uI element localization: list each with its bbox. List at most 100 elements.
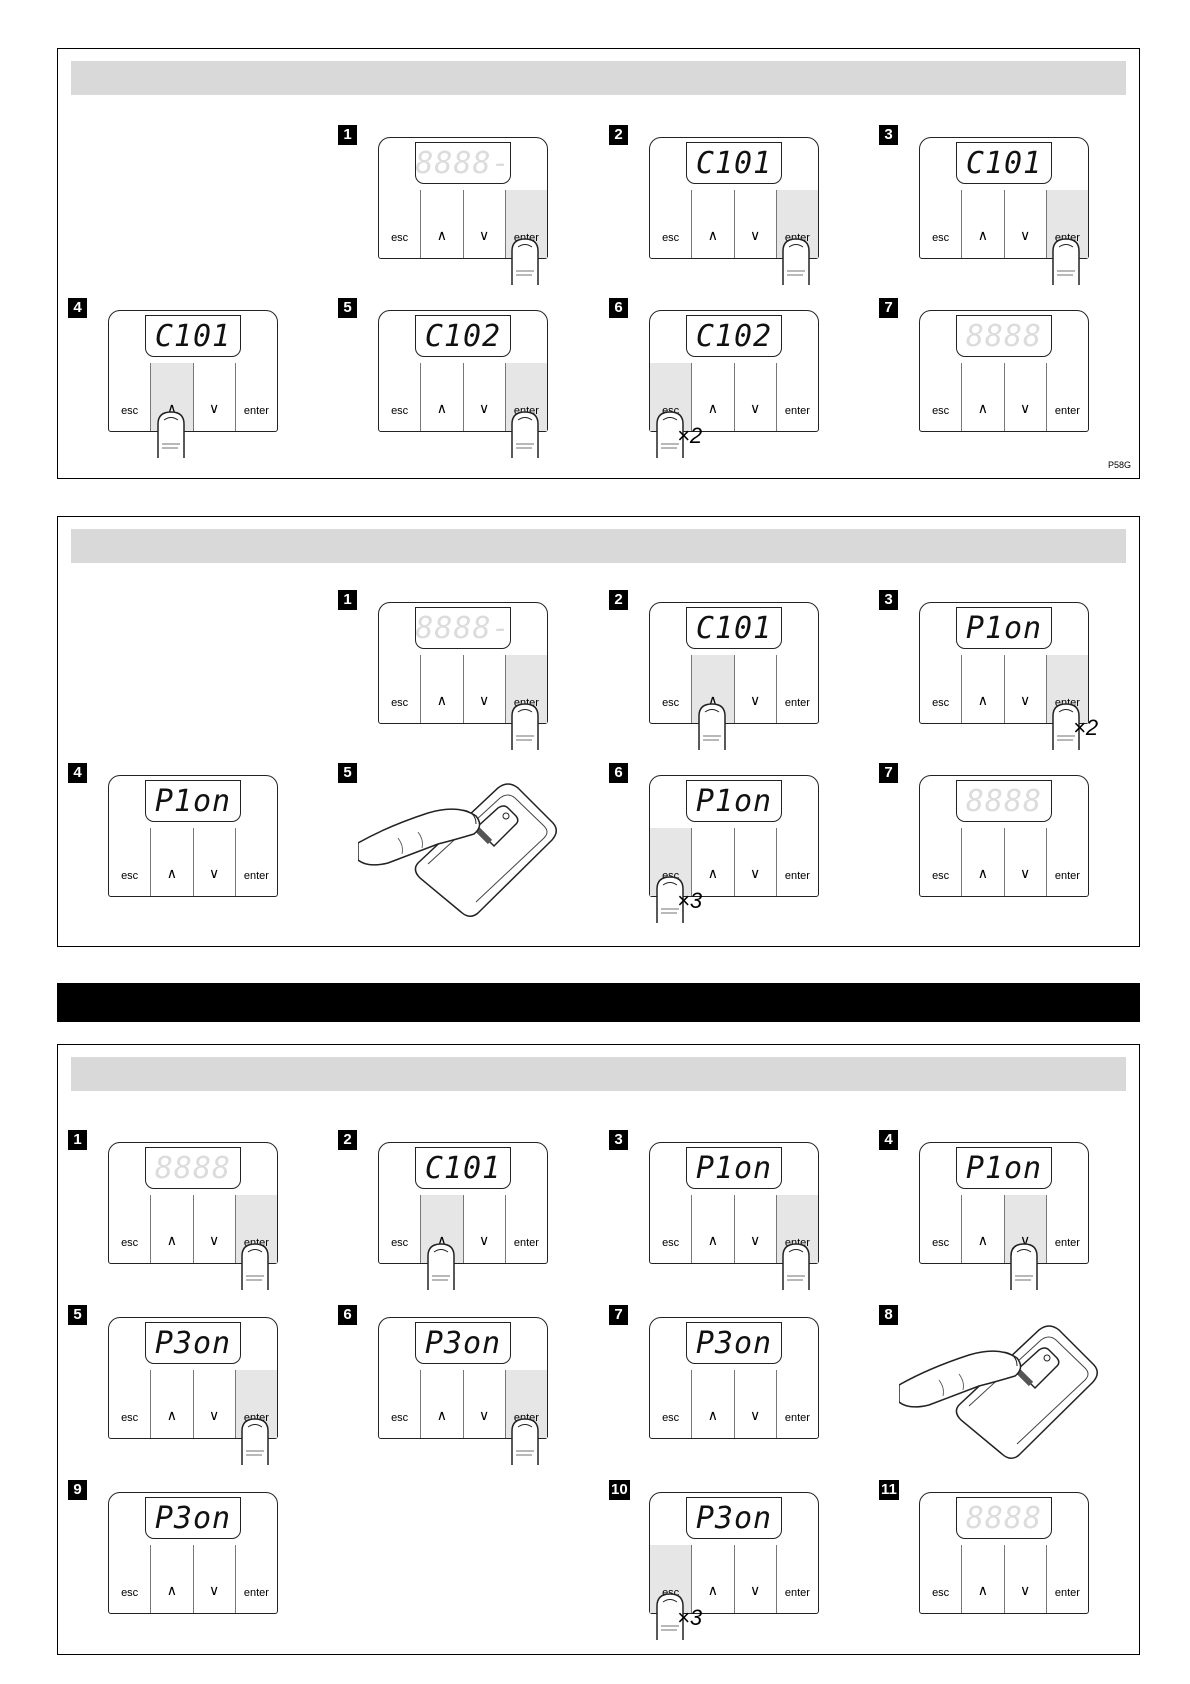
esc-button-label: esc (932, 405, 950, 417)
enter-button[interactable]: enter (775, 363, 818, 431)
step-number: 4 (68, 298, 87, 318)
esc-button[interactable]: esc (650, 1195, 691, 1263)
enter-button[interactable]: enter (1045, 828, 1088, 896)
up-button[interactable]: ∧ (961, 828, 1003, 896)
up-button[interactable]: ∧ (150, 1545, 192, 1613)
esc-button[interactable]: esc (379, 655, 420, 723)
down-button[interactable]: ∨ (462, 655, 505, 723)
down-button[interactable]: ∨ (192, 1545, 235, 1613)
esc-button[interactable]: esc (109, 1195, 150, 1263)
esc-button-label: esc (391, 405, 409, 417)
down-button[interactable]: ∨ (462, 1195, 505, 1263)
down-button[interactable]: ∨ (1003, 655, 1046, 723)
down-button[interactable]: ∨ (733, 190, 776, 258)
esc-button[interactable]: esc (920, 655, 961, 723)
down-button[interactable]: ∨ (192, 1195, 235, 1263)
up-button[interactable]: ∧ (961, 363, 1003, 431)
esc-button[interactable]: esc (920, 190, 961, 258)
esc-button[interactable]: esc (650, 190, 691, 258)
down-button[interactable]: ∨ (1003, 1545, 1046, 1613)
up-button[interactable]: ∧ (150, 1370, 192, 1438)
enter-button[interactable]: enter (234, 828, 277, 896)
down-button[interactable]: ∨ (733, 828, 776, 896)
esc-button[interactable]: esc (379, 1370, 420, 1438)
enter-button[interactable]: enter (504, 1195, 547, 1263)
down-button[interactable]: ∨ (192, 828, 235, 896)
up-button[interactable]: ∧ (420, 655, 462, 723)
down-button[interactable]: ∨ (1003, 828, 1046, 896)
panel-3-header-bar (71, 1057, 1126, 1091)
esc-button[interactable]: esc (920, 1545, 961, 1613)
down-button[interactable]: ∨ (733, 363, 776, 431)
up-button[interactable]: ∧ (150, 828, 192, 896)
down-button-label: ∨ (1020, 865, 1031, 881)
enter-button[interactable]: enter (1045, 1195, 1088, 1263)
up-button[interactable]: ∧ (150, 1195, 192, 1263)
enter-button-label: enter (784, 870, 810, 882)
down-button[interactable]: ∨ (733, 655, 776, 723)
up-button[interactable]: ∧ (420, 190, 462, 258)
down-button[interactable]: ∨ (733, 1545, 776, 1613)
up-button[interactable]: ∧ (691, 1195, 733, 1263)
up-button[interactable]: ∧ (961, 1195, 1003, 1263)
up-button-label: ∧ (166, 1407, 177, 1423)
esc-button[interactable]: esc (920, 363, 961, 431)
down-button[interactable]: ∨ (1003, 190, 1046, 258)
up-button[interactable]: ∧ (961, 655, 1003, 723)
esc-button[interactable]: esc (109, 1545, 150, 1613)
down-button[interactable]: ∨ (462, 190, 505, 258)
up-button[interactable]: ∧ (420, 363, 462, 431)
up-button[interactable]: ∧ (691, 363, 733, 431)
enter-button[interactable]: enter (1045, 363, 1088, 431)
down-button[interactable]: ∨ (192, 363, 235, 431)
enter-button[interactable]: enter (1045, 1545, 1088, 1613)
up-button[interactable]: ∧ (691, 1370, 733, 1438)
down-button-label: ∨ (479, 1407, 490, 1423)
down-button[interactable]: ∨ (462, 1370, 505, 1438)
display-screen: P3on (415, 1322, 511, 1364)
keypad-buttons: esc∧ ∨ enter (920, 828, 1088, 896)
enter-button[interactable]: enter (775, 655, 818, 723)
down-button[interactable]: ∨ (192, 1370, 235, 1438)
up-button-label: ∧ (166, 400, 177, 416)
display-screen: P3on (686, 1322, 782, 1364)
step-number: 5 (338, 298, 357, 318)
up-button[interactable]: ∧ (691, 1545, 733, 1613)
enter-button[interactable]: enter (775, 1370, 818, 1438)
down-button[interactable]: ∨ (1003, 363, 1046, 431)
esc-button[interactable]: esc (109, 828, 150, 896)
enter-button[interactable]: enter (234, 363, 277, 431)
up-button[interactable]: ∧ (691, 655, 734, 723)
esc-button[interactable]: esc (650, 655, 691, 723)
up-button[interactable]: ∧ (961, 190, 1003, 258)
down-button[interactable]: ∨ (733, 1195, 776, 1263)
enter-button[interactable]: enter (234, 1545, 277, 1613)
esc-button[interactable]: esc (109, 363, 150, 431)
up-button[interactable]: ∧ (420, 1370, 462, 1438)
step-number: 6 (338, 1305, 357, 1325)
esc-button[interactable]: esc (650, 1370, 691, 1438)
esc-button[interactable]: esc (379, 1195, 420, 1263)
up-button[interactable]: ∧ (691, 190, 733, 258)
down-button-label: ∨ (750, 1582, 761, 1598)
down-button[interactable]: ∨ (462, 363, 505, 431)
down-button[interactable]: ∨ (733, 1370, 776, 1438)
step-number: 3 (879, 125, 898, 145)
up-button[interactable]: ∧ (691, 828, 733, 896)
down-button-label: ∨ (750, 865, 761, 881)
esc-button-label: esc (662, 1412, 680, 1424)
esc-button[interactable]: esc (920, 828, 961, 896)
esc-button[interactable]: esc (109, 1370, 150, 1438)
down-button-label: ∨ (1020, 1582, 1031, 1598)
esc-button[interactable]: esc (379, 190, 420, 258)
esc-button[interactable]: esc (920, 1195, 961, 1263)
enter-button[interactable]: enter (775, 828, 818, 896)
remote-control-icon (898, 1310, 1099, 1465)
esc-button[interactable]: esc (379, 363, 420, 431)
enter-button[interactable]: enter (775, 1545, 818, 1613)
up-button[interactable]: ∧ (961, 1545, 1003, 1613)
